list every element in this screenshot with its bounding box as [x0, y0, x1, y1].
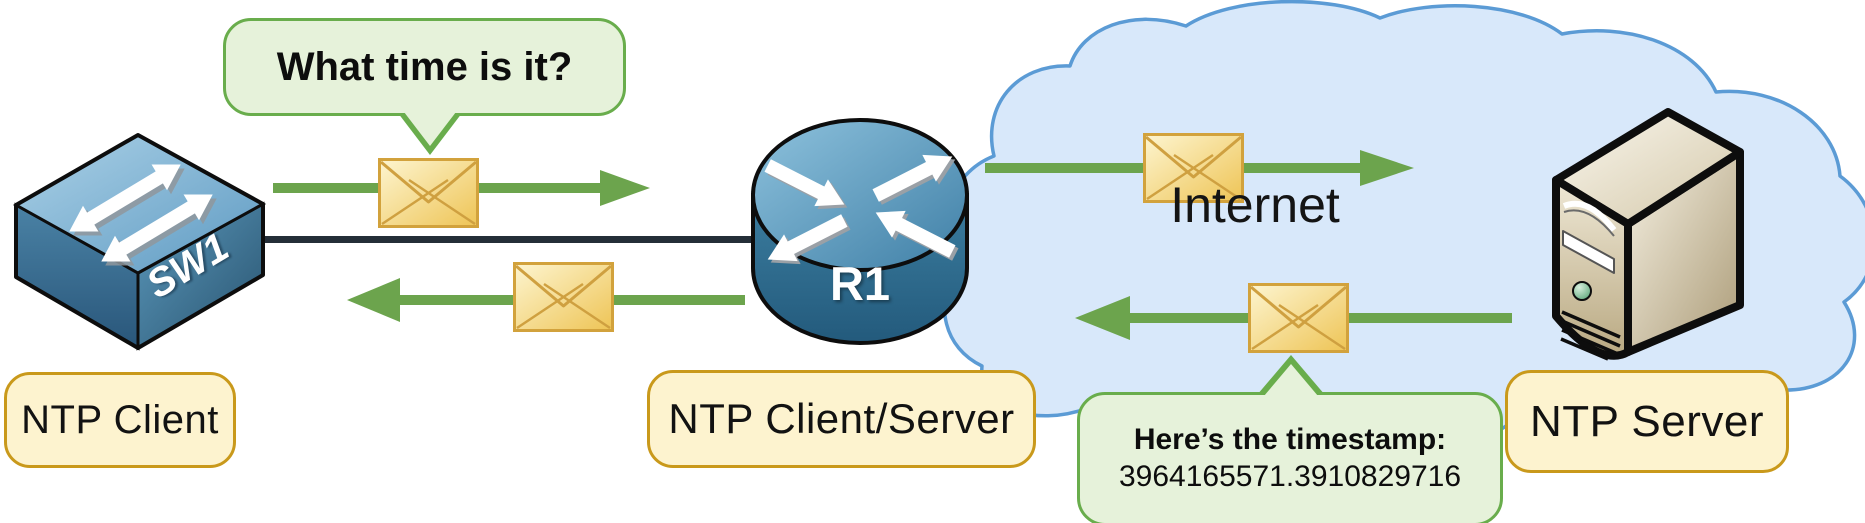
server-icon: [1552, 108, 1744, 361]
link-line: [180, 236, 810, 243]
router-icon: [751, 118, 969, 345]
ntp-client-label: NTP Client: [4, 372, 236, 468]
timestamp-heading: Here’s the timestamp:: [1133, 423, 1447, 457]
envelope-icon: [378, 158, 479, 228]
internet-label: Internet: [1170, 177, 1340, 233]
ntp-client-server-label: NTP Client/Server: [647, 370, 1036, 468]
question-speech-bubble: What time is it?: [223, 18, 626, 155]
ntp-client-text: NTP Client: [21, 397, 219, 442]
ntp-server-label: NTP Server: [1505, 370, 1789, 473]
router-name-label: R1: [829, 257, 891, 310]
question-text: What time is it?: [276, 44, 573, 89]
ntp-server-text: NTP Server: [1529, 396, 1765, 446]
timestamp-value: 3964165571.3910829716: [1118, 460, 1462, 493]
switch-icon: [12, 133, 267, 351]
ntp-client-server-text: NTP Client/Server: [668, 395, 1015, 442]
envelope-icon: [1248, 283, 1349, 353]
timestamp-speech-bubble: Here’s the timestamp: 3964165571.3910829…: [1077, 355, 1503, 523]
envelope-icon: [513, 262, 614, 332]
